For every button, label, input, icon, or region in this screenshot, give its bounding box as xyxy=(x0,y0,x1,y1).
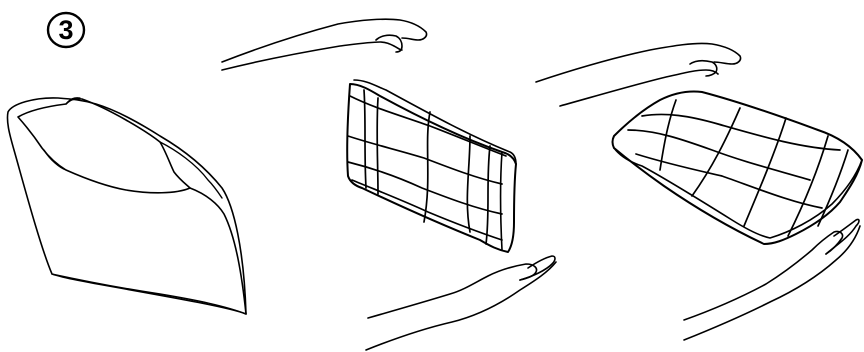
pillowcase-fold xyxy=(190,188,246,314)
pillow-side xyxy=(614,148,862,238)
panel-pillow-held-upright xyxy=(222,19,556,350)
pillow-outline xyxy=(347,84,516,252)
pillowcase-icon xyxy=(7,98,246,314)
pillow-plaid xyxy=(377,98,378,194)
pillow-icon xyxy=(613,91,863,244)
hand-upper-thumb xyxy=(690,61,717,76)
hand-lower-arm-bottom xyxy=(366,262,556,350)
pillowcase-opening xyxy=(18,99,190,193)
hand-lower-arm-top xyxy=(368,264,537,318)
hand-upper-arm-bottom xyxy=(560,70,718,106)
hand-upper-arm-bottom xyxy=(222,42,402,70)
pillow-plaid xyxy=(486,146,490,244)
hand-icon xyxy=(222,19,427,70)
pillowcase-outline xyxy=(7,98,246,314)
hand-upper-arm-top xyxy=(222,19,427,62)
pillow-plaid xyxy=(424,112,430,222)
pillow-plaid xyxy=(628,130,810,180)
panel-pillow-lowered-flat xyxy=(536,43,862,340)
pillow-side xyxy=(501,152,503,250)
pillowcase-fold xyxy=(160,142,222,198)
pillow-icon xyxy=(347,80,516,252)
panel-open-pillowcase xyxy=(7,98,246,314)
pillow-plaid xyxy=(364,90,366,188)
hand-icon xyxy=(366,256,556,350)
pillow-plaid xyxy=(642,114,840,150)
hand-icon xyxy=(536,43,741,106)
pillow-edge xyxy=(354,80,516,164)
pillow-plaid xyxy=(636,154,822,208)
pillow-plaid xyxy=(467,136,470,232)
pillow-plaid xyxy=(818,150,848,226)
